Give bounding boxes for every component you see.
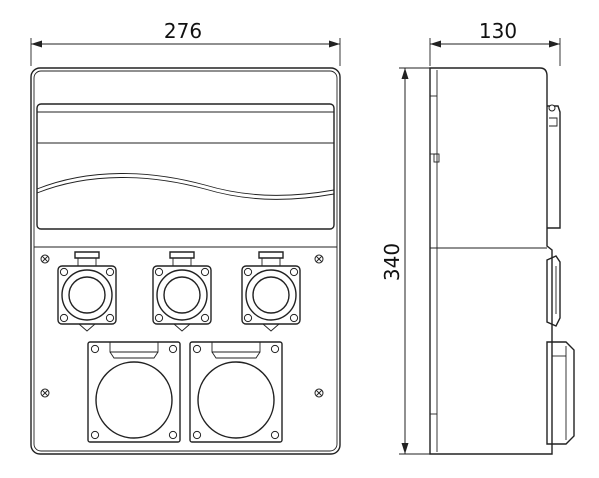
panel-screw-tl bbox=[40, 254, 50, 264]
depth-dimension: 130 bbox=[429, 19, 561, 66]
height-dimension: 340 bbox=[380, 67, 430, 455]
panel-screw-tr bbox=[314, 254, 324, 264]
side-view: 130 340 bbox=[380, 19, 575, 455]
breaker-window bbox=[36, 103, 335, 230]
width-dimension-label: 276 bbox=[164, 19, 202, 43]
socket-small-1 bbox=[57, 251, 117, 332]
socket-large-2 bbox=[189, 341, 283, 443]
height-dimension-label: 340 bbox=[380, 243, 404, 281]
enclosure-outline bbox=[30, 67, 341, 455]
depth-dimension-label: 130 bbox=[479, 19, 517, 43]
socket-small-3 bbox=[241, 251, 301, 332]
socket-large-side bbox=[546, 341, 575, 445]
width-dimension: 276 bbox=[30, 19, 341, 66]
socket-small-2 bbox=[152, 251, 212, 332]
enclosure-inner-outline bbox=[33, 70, 338, 452]
panel-screw-mr bbox=[314, 388, 324, 398]
side-latch bbox=[547, 104, 561, 229]
socket-small-side bbox=[546, 255, 561, 327]
front-view: 276 bbox=[30, 19, 341, 455]
socket-large-1 bbox=[87, 341, 181, 443]
enclosure-side-profile bbox=[429, 67, 553, 455]
panel-screw-ml bbox=[40, 388, 50, 398]
